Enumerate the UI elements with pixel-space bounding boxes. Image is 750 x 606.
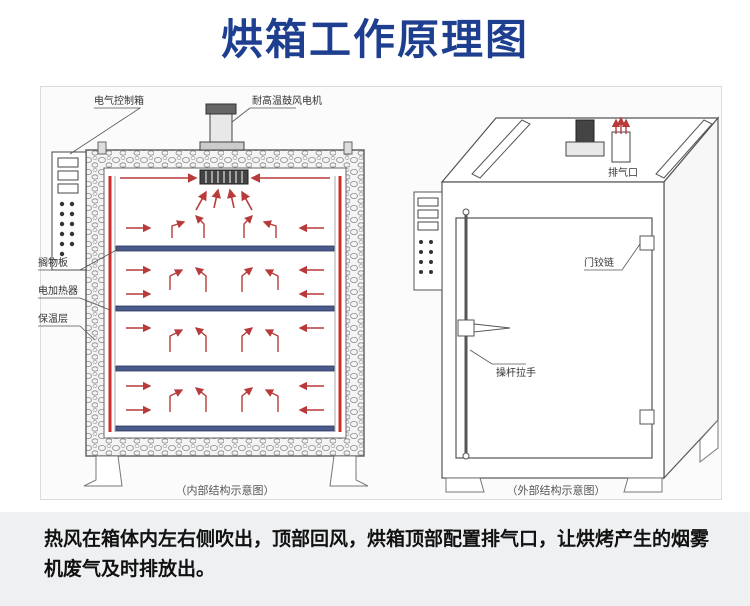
shelf (115, 305, 335, 312)
shelves (115, 245, 335, 432)
exhaust-port (611, 131, 631, 163)
return-air-arrows (120, 173, 330, 211)
shelf (115, 365, 335, 372)
shelf (115, 245, 335, 252)
hinge-bottom (639, 409, 655, 425)
door (455, 217, 653, 459)
handle-label: 操杆拉手 (496, 366, 536, 379)
internal-structure: 电气控制箱 耐高温鼓风电机 搁物板 电加热器 保温层 （内部结构示意图） (38, 94, 369, 497)
motor-label: 耐高温鼓风电机 (252, 94, 322, 107)
heater-label: 电加热器 (38, 284, 78, 297)
exhaust-label: 排气口 (608, 166, 638, 179)
hinge-label: 门铰链 (584, 256, 614, 269)
shelf (115, 425, 335, 432)
external-caption: （外部结构示意图） (507, 483, 606, 497)
description-box (0, 512, 750, 606)
top-motor (575, 119, 595, 143)
oven-diagram: 电气控制箱 耐高温鼓风电机 搁物板 电加热器 保温层 （内部结构示意图） 排气口 (38, 94, 720, 497)
page-title: 烘箱工作原理图 (220, 15, 529, 64)
internal-caption: （内部结构示意图） (176, 483, 275, 497)
control-box (51, 151, 87, 271)
motor (209, 111, 233, 143)
ext-control-box (413, 191, 443, 291)
description-text: 热风在箱体内左右侧吹出，顶部回风，烘箱顶部配置排气口，让烘烤产生的烟雾机废气及时… (44, 528, 710, 580)
shelf-label: 搁物板 (38, 256, 68, 269)
hinge-top (639, 235, 655, 251)
external-structure: 排气口 门铰链 操杆拉手 （外部 (413, 116, 720, 497)
insulation-label: 保温层 (38, 312, 68, 325)
control-box-label: 电气控制箱 (94, 94, 144, 107)
airflow-arrows (126, 215, 324, 415)
